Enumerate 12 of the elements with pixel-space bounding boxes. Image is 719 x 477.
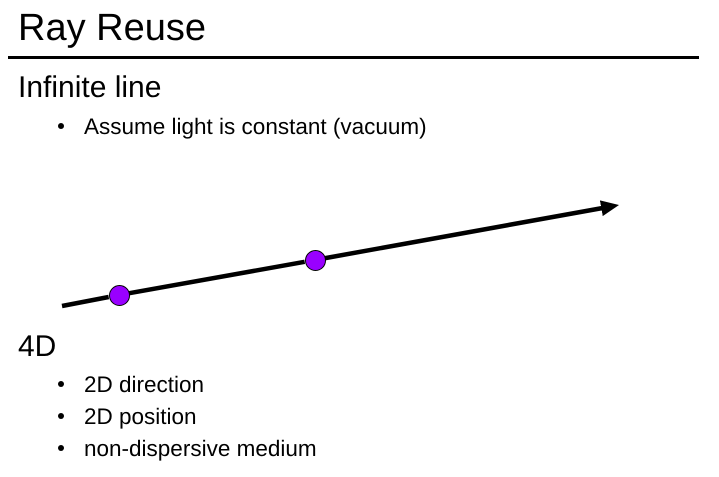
bullet-point: 2D direction xyxy=(84,372,204,398)
bullet-point: 2D position xyxy=(84,404,197,430)
line-segment xyxy=(128,260,306,296)
point-dot xyxy=(304,250,326,270)
section-heading: Infinite line xyxy=(18,71,162,106)
slide-title: Ray Reuse xyxy=(18,7,206,51)
section-heading: 4D xyxy=(18,330,56,364)
ray-arrow xyxy=(324,200,619,260)
bullet-point: non-dispersive medium xyxy=(84,436,317,462)
bullet-point: Assume light is constant (vacuum) xyxy=(84,114,427,140)
line-segment xyxy=(62,294,110,308)
point-dot xyxy=(108,284,130,306)
